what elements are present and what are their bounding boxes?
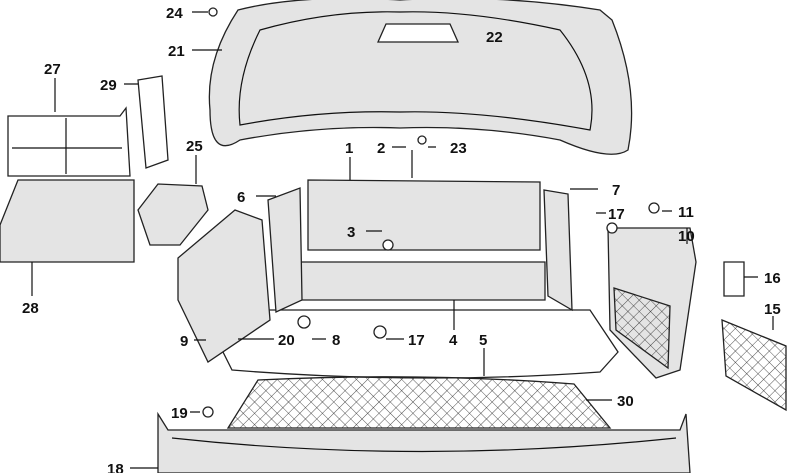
callout-10: 10 bbox=[678, 228, 695, 245]
part-bracket-16 bbox=[723, 261, 745, 297]
callout-22: 22 bbox=[486, 29, 503, 46]
part-floor-mat-28 bbox=[0, 179, 135, 263]
callout-8: 8 bbox=[332, 332, 340, 349]
callout-18: 18 bbox=[107, 461, 124, 473]
part-sill-4 bbox=[299, 261, 546, 301]
callout-17-lower: 17 bbox=[408, 332, 425, 349]
net-10 bbox=[613, 287, 671, 370]
part-side-trim-7 bbox=[543, 189, 573, 312]
part-trunk-lid-trim bbox=[208, 0, 633, 155]
part-cover-29 bbox=[137, 75, 169, 169]
callout-11: 11 bbox=[678, 204, 694, 221]
callout-5: 5 bbox=[479, 332, 487, 349]
net-30 bbox=[226, 376, 612, 429]
callout-19: 19 bbox=[171, 405, 188, 422]
part-side-trim-6 bbox=[267, 187, 303, 313]
callout-15: 15 bbox=[764, 301, 781, 318]
callout-30: 30 bbox=[617, 393, 634, 410]
net-15 bbox=[721, 319, 787, 412]
part-panel-27 bbox=[7, 106, 131, 177]
part-tray-25 bbox=[137, 183, 209, 246]
callout-6: 6 bbox=[237, 189, 245, 206]
part-clip-24 bbox=[208, 7, 218, 17]
callout-2: 2 bbox=[377, 140, 385, 157]
callout-3: 3 bbox=[347, 224, 355, 241]
callout-23: 23 bbox=[450, 140, 467, 157]
callout-21: 21 bbox=[168, 43, 185, 60]
callout-9: 9 bbox=[180, 333, 188, 350]
part-side-panel-9 bbox=[177, 209, 271, 363]
callout-25: 25 bbox=[186, 138, 203, 155]
callout-1: 1 bbox=[345, 140, 353, 157]
part-rear-panel-1 bbox=[307, 179, 541, 251]
callout-28: 28 bbox=[22, 300, 39, 317]
callout-4: 4 bbox=[449, 332, 458, 349]
callout-labels: 24 22 21 27 29 25 1 2 23 6 7 17 11 10 3 … bbox=[22, 5, 781, 473]
callout-17-upper: 17 bbox=[608, 206, 625, 223]
callout-24: 24 bbox=[166, 5, 183, 22]
callout-7: 7 bbox=[612, 182, 620, 199]
part-handle-22 bbox=[376, 23, 460, 43]
callout-16: 16 bbox=[764, 270, 781, 287]
callout-27: 27 bbox=[44, 61, 61, 78]
part-rear-trim-18 bbox=[157, 411, 691, 473]
callout-29: 29 bbox=[100, 77, 117, 94]
callout-20: 20 bbox=[278, 332, 295, 349]
